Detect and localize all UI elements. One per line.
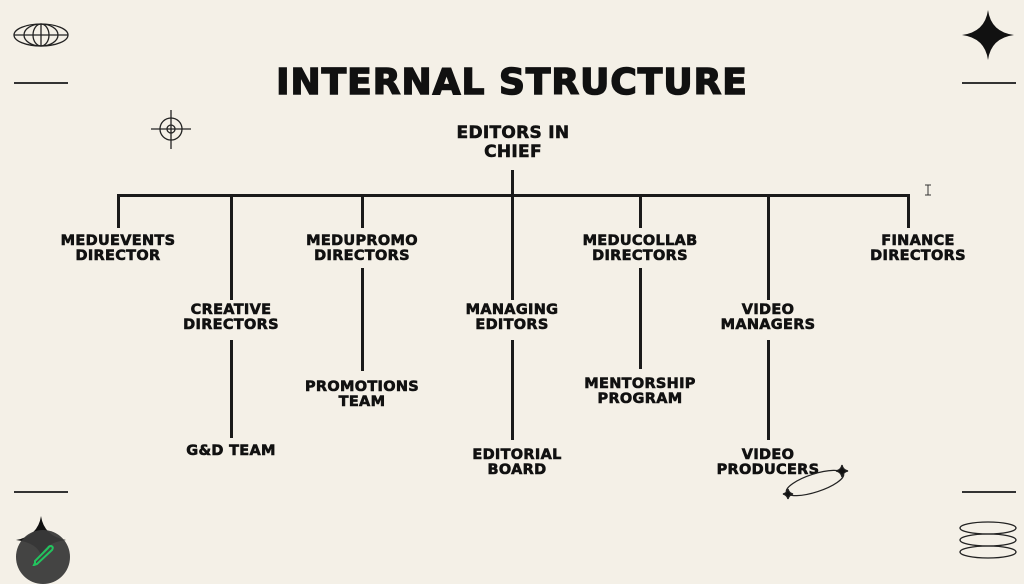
divider	[962, 491, 1016, 493]
connector	[230, 340, 233, 438]
divider	[962, 82, 1016, 84]
connector	[907, 194, 910, 228]
node-editors-in-chief: EDITORS IN CHIEF	[456, 123, 570, 162]
node-editorial-board: EDITORIAL BOARD	[472, 447, 562, 478]
pen-tool-button[interactable]	[16, 516, 72, 584]
divider	[14, 491, 68, 493]
node-video-managers: VIDEO MANAGERS	[720, 302, 816, 333]
connector	[361, 268, 364, 371]
orbit-sparkle-icon	[782, 464, 849, 500]
connector	[767, 194, 770, 300]
pen-icon	[32, 544, 54, 566]
node-creative-directors: CREATIVE DIRECTORS	[183, 302, 279, 333]
crosshair-icon	[151, 110, 191, 149]
divider	[14, 82, 68, 84]
connector	[511, 170, 514, 300]
globe-icon	[13, 23, 69, 47]
rings-icon	[959, 521, 1017, 559]
connector	[230, 194, 233, 300]
node-finance-directors: FINANCE DIRECTORS	[870, 233, 966, 264]
connector	[639, 268, 642, 369]
connector	[511, 340, 514, 440]
node-meduevents-director: MEDUEVENTS DIRECTOR	[60, 233, 176, 264]
page-title: INTERNAL STRUCTURE	[275, 61, 748, 104]
connector	[117, 194, 120, 228]
connector	[767, 340, 770, 440]
node-gd-team: G&D TEAM	[186, 443, 276, 459]
node-mentorship-program: MENTORSHIP PROGRAM	[584, 376, 696, 407]
node-medupromo-directors: MEDUPROMO DIRECTORS	[306, 233, 418, 264]
connector	[639, 194, 642, 228]
node-managing-editors: MANAGING EDITORS	[465, 302, 559, 333]
node-video-producers: VIDEO PRODUCERS	[716, 447, 820, 478]
text-cursor-icon	[925, 184, 931, 196]
connector	[361, 194, 364, 228]
node-meducollab-directors: MEDUCOLLAB DIRECTORS	[582, 233, 698, 264]
node-promotions-team: PROMOTIONS TEAM	[304, 379, 420, 410]
star-icon	[962, 10, 1014, 60]
